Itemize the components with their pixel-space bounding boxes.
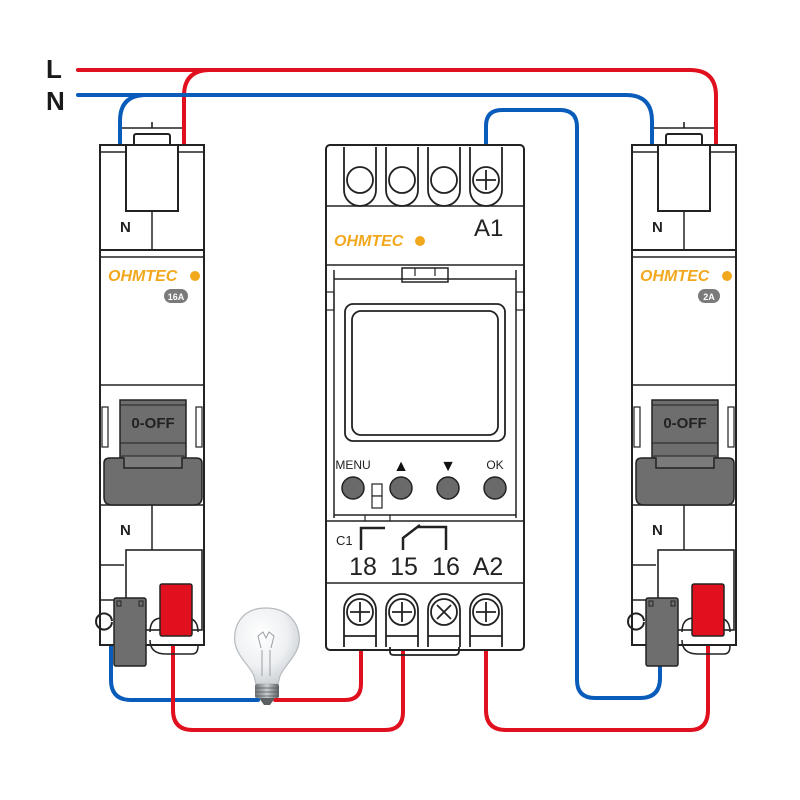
timer-logo-dot	[415, 236, 425, 246]
menu-button[interactable]	[341, 476, 365, 500]
right-breaker-bottom-clamps	[627, 583, 731, 667]
neutral-wire-main	[76, 93, 654, 150]
terminal-a2-label: A2	[473, 553, 504, 581]
left-circuit-breaker	[99, 122, 205, 646]
light-bulb-icon	[234, 607, 300, 705]
left-breaker-brand-logo: OHMTEC	[108, 268, 178, 285]
live-wire-bulb-18	[273, 644, 363, 702]
live-label: L	[46, 54, 62, 84]
timer-top-terminals	[343, 147, 503, 207]
up-button[interactable]	[389, 476, 413, 500]
terminal-18-label: 18	[349, 553, 377, 581]
down-button[interactable]	[436, 476, 460, 500]
left-breaker-bottom-clamps	[95, 583, 199, 667]
live-wire-breaker-15	[171, 634, 405, 732]
timer-bottom-terminals	[343, 593, 503, 656]
up-button-label: ▲	[393, 458, 409, 475]
right-breaker-rating-badge	[698, 289, 720, 303]
neutral-wire-bulb	[109, 630, 260, 702]
ok-button-label: OK	[486, 458, 503, 472]
menu-button-label: MENU	[335, 458, 370, 472]
left-breaker-rating: 16A	[168, 292, 185, 302]
right-circuit-breaker	[631, 122, 737, 646]
neutral-wire-left-breaker	[118, 93, 148, 150]
channel-label: C1	[336, 533, 353, 548]
down-button-label: ▼	[440, 458, 456, 475]
timer-switch-body	[325, 144, 525, 651]
left-breaker-logo-dot	[190, 271, 200, 281]
left-breaker-rating-badge	[164, 289, 188, 303]
live-wire-main	[76, 68, 718, 150]
terminal-16-label: 16	[432, 553, 460, 581]
right-breaker-logo-dot	[722, 271, 732, 281]
left-breaker-switch-label: 0-OFF	[131, 415, 174, 432]
right-breaker-switch-label: 0-OFF	[663, 415, 706, 432]
neutral-wire-timer-a1	[484, 108, 662, 700]
neutral-label: N	[46, 86, 65, 116]
timer-a1-label: A1	[474, 215, 503, 242]
relay-contact-symbol	[359, 524, 448, 550]
ok-button[interactable]	[483, 476, 507, 500]
right-breaker-toggle[interactable]	[635, 399, 735, 506]
right-breaker-bottom-n-label: N	[652, 522, 663, 539]
live-wire-a2-breaker	[484, 638, 710, 732]
left-breaker-bottom-n-label: N	[120, 522, 131, 539]
right-breaker-rating: 2A	[703, 292, 715, 302]
right-breaker-brand-logo: OHMTEC	[640, 268, 710, 285]
terminal-15-label: 15	[390, 553, 418, 581]
right-breaker-top-n-label: N	[652, 219, 663, 236]
live-wire-left-breaker	[182, 68, 212, 150]
left-breaker-toggle[interactable]	[103, 399, 203, 506]
left-breaker-top-n-label: N	[120, 219, 131, 236]
timer-brand-logo: OHMTEC	[334, 233, 404, 250]
